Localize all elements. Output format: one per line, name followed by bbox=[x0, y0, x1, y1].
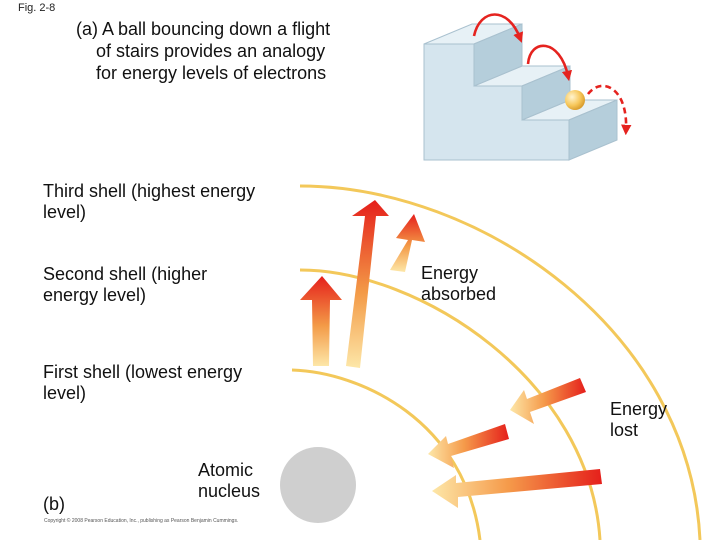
panel-b-label: (b) bbox=[43, 494, 65, 515]
panel-a-caption: (a) A ball bouncing down a flight of sta… bbox=[76, 18, 330, 84]
energy-lost-label: Energy lost bbox=[610, 399, 667, 441]
lost-arrow-second-to-first bbox=[428, 424, 509, 468]
atomic-nucleus-circle bbox=[280, 447, 356, 523]
first-shell-label: First shell (lowest energy level) bbox=[43, 362, 242, 404]
figure-number: Fig. 2-8 bbox=[18, 2, 55, 15]
energy-lost-arrows bbox=[428, 378, 602, 508]
absorb-arrow-first-to-second bbox=[300, 276, 342, 366]
lost-arrow-third-to-second bbox=[510, 378, 586, 424]
energy-absorbed-arrows bbox=[300, 200, 425, 368]
energy-absorbed-label: Energy absorbed bbox=[421, 263, 496, 305]
stairs-illustration bbox=[424, 15, 626, 161]
second-shell-label: Second shell (higher energy level) bbox=[43, 264, 207, 306]
copyright-note: Copyright © 2008 Pearson Education, Inc.… bbox=[44, 518, 238, 525]
absorb-arrow-second-to-third bbox=[390, 214, 425, 272]
bouncing-ball bbox=[565, 90, 585, 110]
lost-arrow-third-to-first bbox=[432, 469, 602, 508]
atomic-nucleus-label: Atomic nucleus bbox=[198, 460, 260, 502]
third-shell-label: Third shell (highest energy level) bbox=[43, 181, 255, 223]
